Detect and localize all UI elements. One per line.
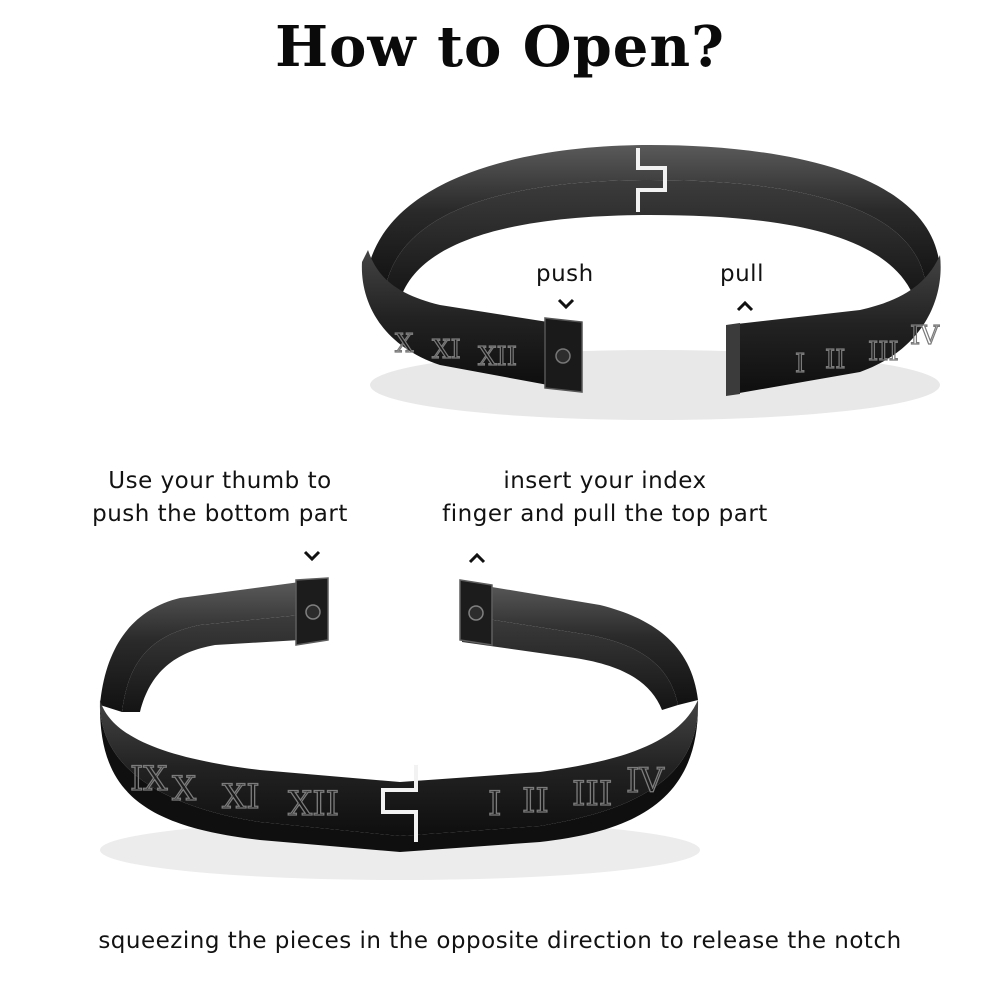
bottom-hinge-notch [381, 765, 418, 842]
index-instruction: insert your index finger and pull the to… [410, 465, 800, 532]
index-instruction-line-1: insert your index [503, 468, 707, 494]
chevron-up-icon [468, 552, 486, 564]
bottom-left-inner [122, 615, 300, 712]
bottom-right-numeral-4: IV [626, 761, 665, 801]
bottom-left-numeral-2: X [172, 769, 197, 809]
push-label: push [536, 261, 594, 287]
chevron-down-icon [557, 298, 575, 310]
pull-label: pull [720, 261, 764, 287]
bottom-front-face [99, 700, 699, 836]
top-right-numeral-4: IV [910, 321, 940, 351]
thumb-instruction-line-2: push the bottom part [92, 501, 348, 528]
bottom-left-numeral-3: XI [222, 777, 260, 817]
bottom-left-numeral-4: XII [288, 784, 339, 824]
bottom-right-numeral-1: I [488, 784, 501, 824]
top-bracelet [361, 145, 941, 420]
thumb-instruction-line-1: Use your thumb to [108, 468, 332, 494]
top-left-numeral-1: X [395, 329, 414, 359]
release-caption: squeezing the pieces in the opposite dir… [98, 928, 902, 954]
thumb-instruction: Use your thumb to push the bottom part [60, 465, 380, 532]
top-right-face [728, 255, 941, 395]
top-hinge-notch [636, 148, 667, 212]
chevron-down-icon [303, 550, 321, 562]
page-title: How to Open? [275, 14, 725, 80]
bottom-left-rim [100, 582, 300, 712]
bottom-right-numeral-3: III [572, 774, 612, 814]
bottom-right-pin [468, 605, 484, 621]
bottom-bracelet [99, 577, 700, 880]
top-right-numeral-3: III [868, 337, 899, 367]
bottom-right-rim [462, 582, 698, 705]
bottom-left-numeral-1: IX [130, 759, 168, 799]
top-left-numeral-2: XI [432, 335, 461, 365]
top-left-pin [555, 348, 571, 364]
top-left-numeral-3: XII [478, 342, 517, 372]
bottom-right-numeral-2: II [522, 781, 549, 821]
index-instruction-line-2: finger and pull the top part [442, 501, 768, 528]
chevron-up-icon [736, 300, 754, 312]
top-bracelet-rim [365, 145, 940, 290]
bottom-right-inner [462, 615, 678, 710]
bottom-left-pin [305, 604, 321, 620]
top-right-numeral-2: II [825, 345, 846, 375]
top-right-endcap [726, 323, 740, 396]
top-bracelet-inner [385, 180, 925, 300]
top-left-face [361, 250, 548, 385]
top-right-numeral-1: I [795, 349, 805, 379]
